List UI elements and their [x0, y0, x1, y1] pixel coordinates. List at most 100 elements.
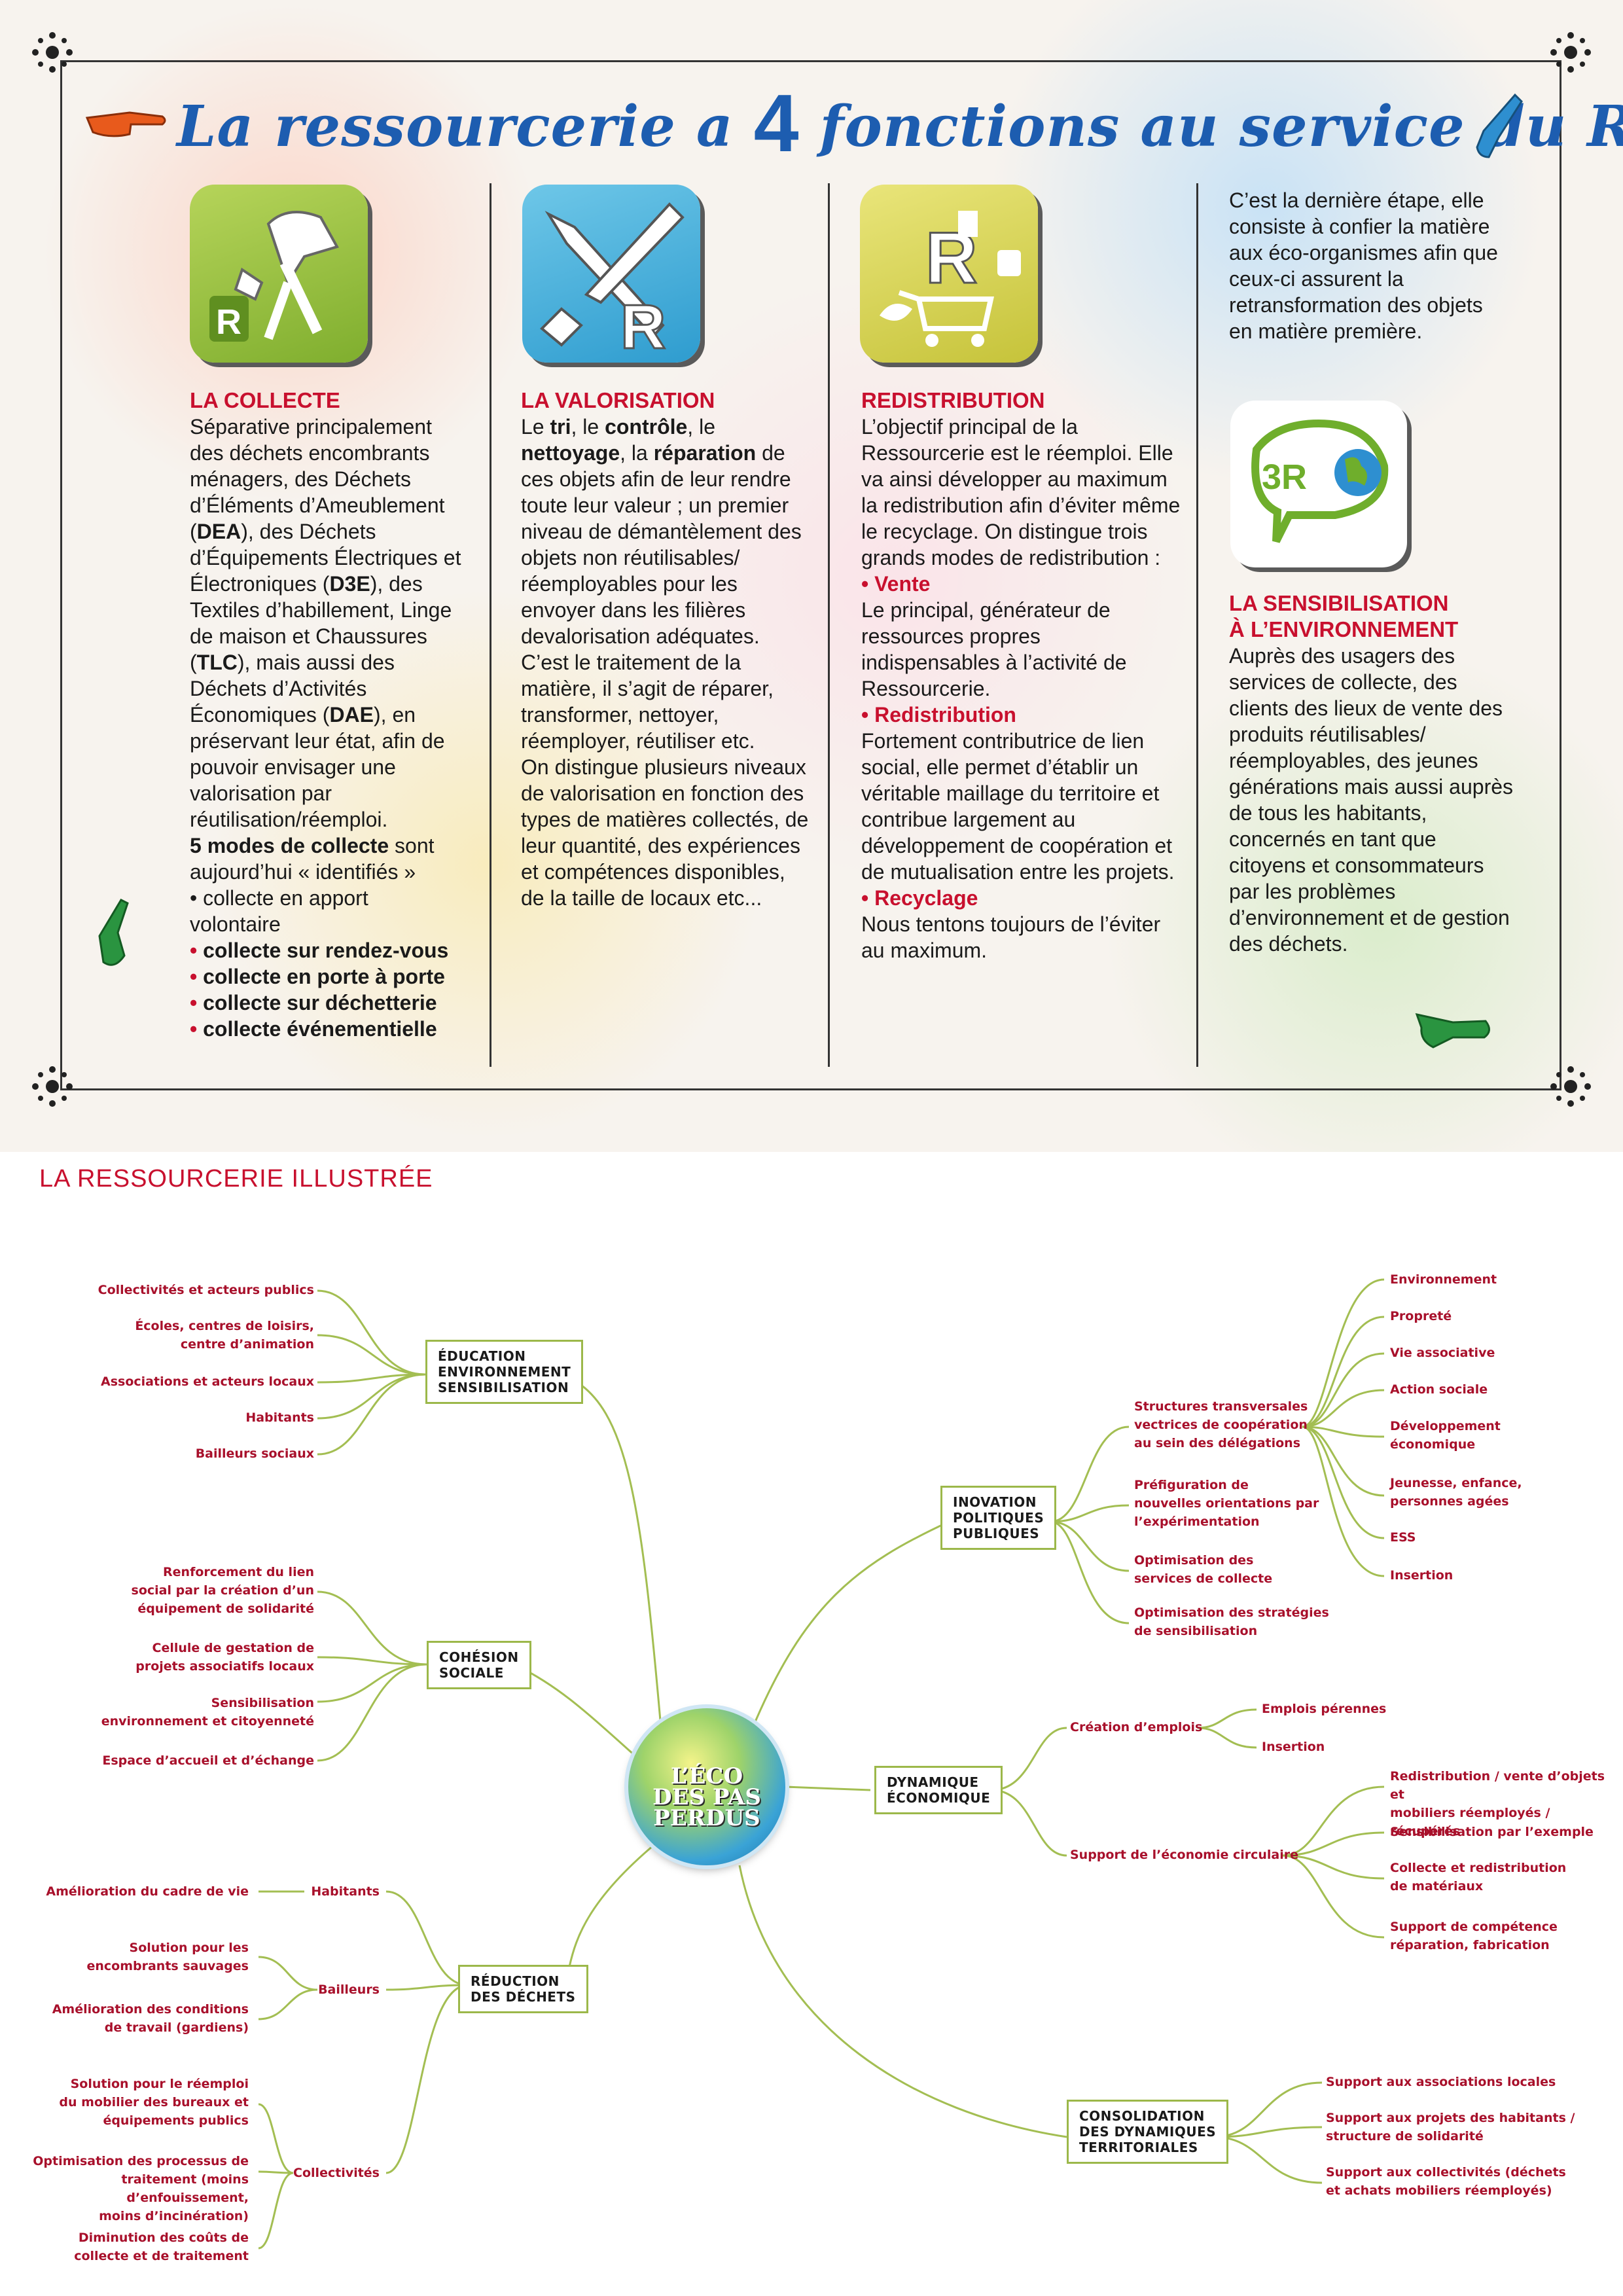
list-item: • collecte sur rendez-vous	[190, 939, 449, 962]
sub-collectivites: Collectivités	[293, 2166, 380, 2180]
svg-text:3R: 3R	[1262, 457, 1307, 497]
redistribution-icon: R	[860, 185, 1038, 363]
sub-support: Support de l’économie circulaire	[1070, 1848, 1298, 1862]
ornament-icon	[1550, 32, 1591, 73]
leaf-inovation: Jeunesse, enfance, personnes agées	[1390, 1476, 1522, 1509]
branch-cohesion: COHÉSION SOCIALE	[427, 1641, 531, 1689]
connector	[1050, 1520, 1130, 1572]
branch-inovation: INOVATION POLITIQUES PUBLIQUES	[940, 1486, 1057, 1550]
leaf-reduction: Optimisation des processus de traitement…	[33, 2154, 249, 2223]
list-item: • collecte événementielle	[190, 1017, 437, 1041]
leaf-education: Collectivités et acteurs publics	[98, 1283, 314, 1297]
leaf-consolidation: Support aux associations locales	[1326, 2075, 1556, 2089]
connector	[317, 1373, 426, 1420]
leaf-dynamique: Support de compétence réparation, fabric…	[1390, 1920, 1558, 1952]
list-item: • collecte en porte à porte	[190, 965, 445, 988]
redistribution-column: REDISTRIBUTION L’objectif principal de l…	[861, 387, 1182, 963]
connector	[1282, 1831, 1385, 1857]
sensibilisation-icon: 3R	[1230, 401, 1407, 567]
connector	[317, 1656, 427, 1666]
leaf-dynamique: Sensibilisation par l’exemple	[1390, 1825, 1594, 1839]
branch-education: ÉDUCATION ENVIRONNEMENT SENSIBILISATION	[425, 1340, 584, 1404]
connector	[516, 1664, 649, 1768]
connector	[317, 1663, 427, 1762]
leaf-dynamique: Redistribution / vente d’objets et mobil…	[1390, 1769, 1605, 1839]
poster-frame	[60, 60, 1561, 1090]
ornament-icon	[32, 1066, 73, 1107]
ornament-icon	[1550, 1066, 1591, 1107]
leaf-reduction: Solution pour les encombrants sauvages	[86, 1941, 249, 1973]
connector	[785, 1785, 871, 1791]
leaf-consolidation: Support aux projets des habitants / stru…	[1326, 2111, 1575, 2144]
leaf-inovation: Optimisation des stratégies de sensibili…	[1134, 1605, 1329, 1638]
connector	[1302, 1389, 1385, 1428]
leaf-consolidation: Support aux collectivités (déchets et ac…	[1326, 2165, 1566, 2198]
leaf-inovation: Action sociale	[1390, 1382, 1488, 1397]
pointing-hand-icon	[1476, 93, 1523, 158]
leaf-inovation: Propreté	[1390, 1309, 1452, 1323]
column-divider	[828, 183, 830, 1067]
connector	[317, 1373, 426, 1456]
connector	[1282, 1854, 1385, 1939]
sub-habitants: Habitants	[311, 1884, 380, 1899]
leaf-dynamique: Collecte et redistribution de matériaux	[1390, 1861, 1567, 1893]
leaf-reduction: Amélioration des conditions de travail (…	[52, 2002, 249, 2035]
connector	[1302, 1426, 1385, 1577]
leaf-inovation: Développement économique	[1390, 1419, 1501, 1452]
leaf-education: Bailleurs sociaux	[195, 1446, 314, 1461]
sensibilisation-intro: C’est la dernière étape, elle consiste à…	[1229, 188, 1498, 343]
connector	[1213, 2081, 1323, 2138]
redistribution-heading: REDISTRIBUTION	[861, 388, 1045, 412]
leaf-cohesion: Espace d’accueil et d’échange	[102, 1753, 314, 1768]
pointing-hand-icon	[1415, 1013, 1490, 1049]
column-divider	[490, 183, 491, 1067]
connector	[1213, 2136, 1323, 2184]
connector	[738, 1865, 1067, 2138]
connector	[317, 1373, 426, 1384]
list-item: • collecte sur déchetterie	[190, 991, 437, 1014]
sub-bailleurs: Bailleurs	[318, 1982, 380, 1997]
leaf-reduction: Amélioration du cadre de vie	[46, 1884, 249, 1899]
leaf-reduction: Solution pour le réemploi du mobilier de…	[59, 2077, 249, 2128]
leaf-cohesion: Renforcement du lien social par la créat…	[131, 1565, 314, 1616]
leaf-inovation: Vie associative	[1390, 1346, 1495, 1360]
connector	[1282, 1854, 1385, 1880]
leaf-education: Habitants	[245, 1410, 314, 1425]
collecte-description: Séparative principalement des déchets en…	[190, 415, 461, 831]
connector	[258, 2172, 294, 2250]
list-item: • collecte en apport volontaire	[190, 886, 368, 936]
branch-dynamique: DYNAMIQUE ÉCONOMIQUE	[874, 1766, 1003, 1814]
connector	[385, 1984, 469, 1991]
connector	[317, 1334, 426, 1376]
connector	[991, 1727, 1067, 1791]
poster-panel: La ressourcerie a 4 fonctions au service…	[0, 0, 1623, 1152]
branch-consolidation: CONSOLIDATION DES DYNAMIQUES TERRITORIAL…	[1067, 2100, 1229, 2164]
collecte-icon: R	[190, 185, 368, 363]
valorisation-icon: R	[522, 185, 700, 363]
leaf-cohesion: Cellule de gestation de projets associat…	[135, 1641, 314, 1674]
connector	[1050, 1504, 1130, 1523]
connector	[1197, 1727, 1257, 1749]
valorisation-paragraph: C’est le traitement de la matière, il s’…	[521, 651, 774, 753]
connector	[258, 2170, 294, 2174]
leaf-inovation: Environnement	[1390, 1272, 1497, 1287]
vente-text: Le principal, générateur de ressources p…	[861, 598, 1127, 700]
connector	[1050, 1520, 1130, 1624]
mindmap-connectors	[258, 1278, 1385, 2250]
recyclage-text: Nous tentons toujours de l’éviter au max…	[861, 912, 1161, 962]
leaf-inovation: Préfiguration de nouvelles orientations …	[1134, 1478, 1319, 1529]
connector	[568, 1838, 662, 1967]
pointing-hand-icon	[98, 899, 129, 966]
connector	[385, 1890, 469, 1986]
connector	[258, 1956, 318, 1991]
poster-title: La ressourcerie a 4 fonctions au service…	[177, 79, 1623, 169]
collecte-column: LA COLLECTE Séparative principalement de…	[190, 387, 465, 1042]
connector	[1197, 1708, 1257, 1729]
redistribution-description: L’objectif principal de la Ressourcerie …	[861, 415, 1181, 569]
connector	[258, 1988, 318, 2020]
column-divider	[1196, 183, 1198, 1067]
leaf-dynamique: Insertion	[1262, 1740, 1325, 1754]
connector	[1282, 1785, 1385, 1857]
